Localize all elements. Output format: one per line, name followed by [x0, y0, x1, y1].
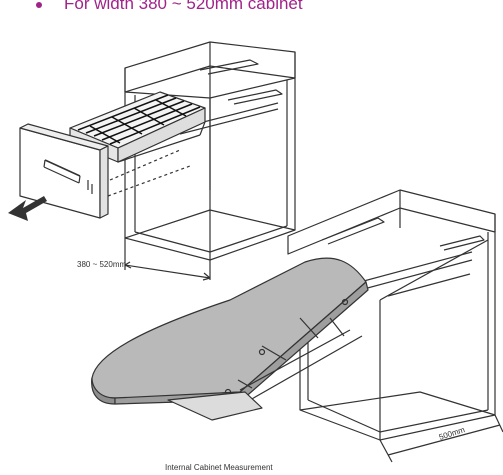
bullet-icon: [36, 1, 42, 8]
width-range-label: 380 ~ 520mm: [77, 260, 126, 269]
depth-label: 500mm: [438, 425, 466, 442]
bottom-cabinet: [287, 189, 496, 441]
insert-arrow-icon: [8, 196, 47, 221]
ironing-board: [91, 257, 369, 421]
depth-dimension: [379, 414, 503, 463]
door-panel: [19, 123, 191, 219]
header-text: For width 380 ~ 520mm cabinet: [64, 0, 303, 13]
header-line: For width 380 ~ 520mm cabinet: [36, 0, 303, 18]
width-dimension: [124, 238, 211, 281]
caption-label: Internal Cabinet Measurement: [165, 463, 273, 472]
